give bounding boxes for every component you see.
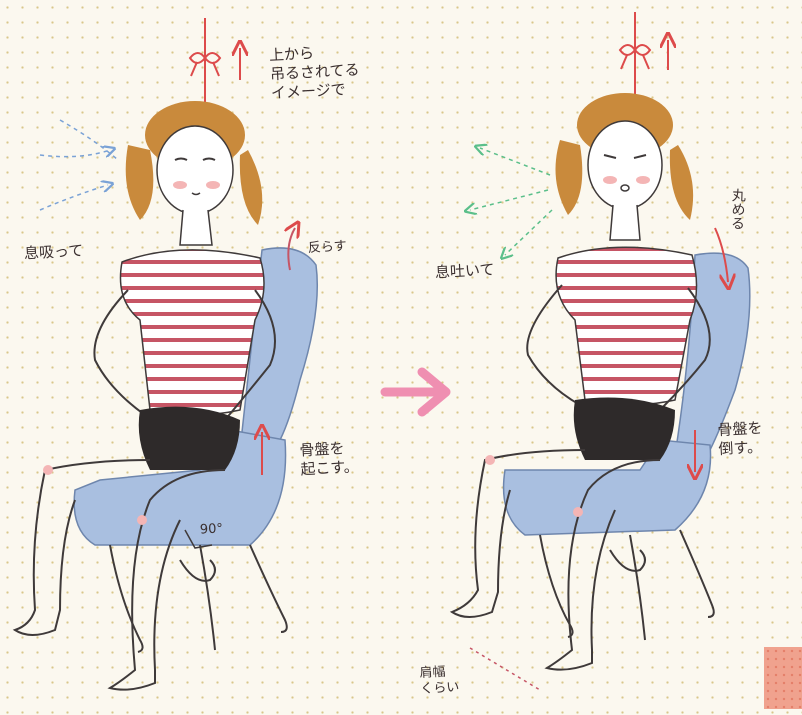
left-back-note: 反らす	[308, 239, 348, 257]
right-shirt	[556, 247, 696, 405]
right-breath-note: 息吐いて	[435, 260, 495, 282]
left-pelvis-note: 骨盤を 起こす。	[299, 439, 359, 479]
right-figure	[452, 12, 750, 690]
right-face	[588, 121, 662, 209]
right-shorts	[574, 398, 675, 460]
left-shorts	[139, 407, 240, 470]
right-pelvis-note: 骨盤を 倒す。	[717, 419, 764, 459]
left-breath-note: 息吸って	[24, 241, 84, 263]
corner-tab	[764, 647, 802, 709]
left-figure	[15, 18, 317, 690]
right-ribbon-icon	[620, 12, 668, 100]
transition-arrow-icon	[385, 372, 446, 412]
right-width-note: 肩幅 くらい	[419, 664, 460, 698]
left-shirt	[120, 250, 264, 415]
left-angle-note: 90°	[200, 521, 224, 538]
left-ribbon-icon	[190, 18, 240, 110]
left-lift-note: 上から 吊るされてる イメージで	[269, 42, 361, 103]
left-face	[157, 126, 233, 214]
right-round-note: 丸める	[727, 188, 746, 231]
